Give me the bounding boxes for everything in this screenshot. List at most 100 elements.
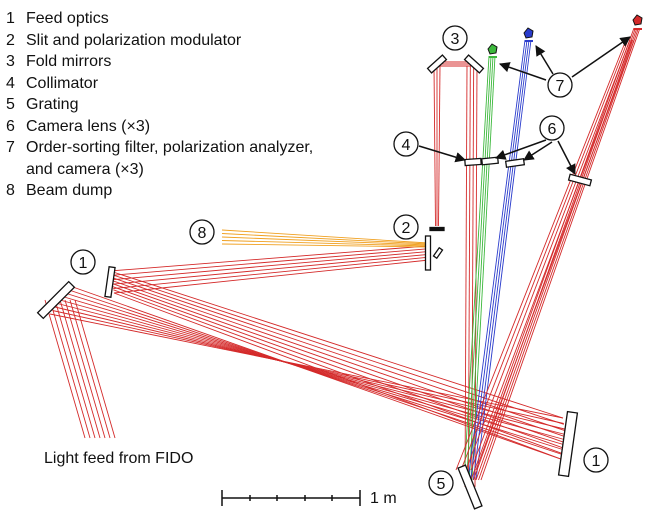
camera-red-icon — [632, 14, 643, 30]
beam-dump — [221, 240, 429, 247]
slit-small-element — [432, 246, 444, 260]
beam-dump — [221, 229, 429, 244]
beam-grating-to-red-camera-wide — [465, 39, 631, 471]
beam-grating-to-red-camera — [470, 27, 635, 481]
beam-grating-to-blue-camera — [467, 39, 526, 481]
beam-feed-input — [44, 299, 86, 439]
beam-small-mirror-to-slit — [109, 245, 428, 272]
beam-fold-to-grating — [467, 65, 471, 488]
callout-beam-dump: 8 — [189, 219, 215, 245]
beam-feed-input — [54, 299, 96, 439]
slit-bar — [429, 226, 445, 232]
beam-small-mirror-to-slit — [112, 253, 429, 285]
beam-fold-to-grating — [471, 65, 475, 488]
collimator — [464, 157, 482, 167]
camera-green-icon — [487, 43, 498, 58]
beam-grating-to-green-camera — [463, 55, 490, 481]
beam-feed-to-right-mirror — [62, 296, 567, 446]
scale-bar — [221, 490, 361, 506]
svg-text:8: 8 — [198, 225, 207, 242]
beam-feed-input — [74, 299, 116, 439]
beam-grating-to-red-camera-wide — [460, 39, 629, 471]
arrow-to-lens-3 — [557, 140, 576, 175]
camera-blue-icon — [523, 27, 534, 42]
svg-text:2: 2 — [402, 220, 411, 237]
feed-mirror-small — [104, 265, 116, 299]
callout-arrows — [418, 36, 631, 175]
beam-feed-to-right-mirror — [52, 310, 564, 424]
svg-text:3: 3 — [451, 31, 460, 48]
beam-feed-to-right-mirror — [57, 303, 566, 435]
beam-fold-to-grating — [464, 65, 468, 488]
beam-grating-to-green-camera — [466, 55, 492, 481]
feed-caption: Light feed from FIDO — [44, 450, 194, 467]
beam-feed-input — [64, 299, 106, 439]
beam-dump — [221, 236, 429, 246]
fold-mirror-right — [463, 54, 485, 74]
beam-grating-to-blue-camera — [472, 39, 530, 481]
beam-feed-input — [49, 299, 91, 439]
svg-text:1: 1 — [592, 453, 601, 470]
cameras — [487, 14, 643, 58]
callout-feed-optics-left: 1 — [70, 249, 96, 275]
beam-grating-to-red-camera — [475, 27, 638, 481]
arrow-to-collimator — [418, 145, 467, 163]
callout-fold-mirrors: 3 — [442, 25, 468, 51]
beam-right-to-small-mirror — [113, 289, 569, 457]
svg-text:5: 5 — [437, 476, 446, 493]
beam-grating-to-red-camera — [480, 27, 641, 481]
arrow-to-camera-green — [499, 62, 547, 81]
camera-lens-1 — [481, 156, 499, 166]
callout-collimator: 4 — [393, 131, 419, 157]
svg-text:7: 7 — [556, 78, 565, 95]
scale-bar-label: 1 m — [370, 490, 397, 507]
arrow-to-lens-2 — [523, 141, 553, 161]
arrow-to-camera-blue — [535, 45, 554, 75]
feed-mirror-left — [36, 280, 76, 320]
feed-mirror-right — [557, 410, 579, 478]
beam-small-mirror-to-slit — [111, 251, 428, 281]
beam-paths — [44, 27, 641, 488]
slit-modulator — [424, 235, 432, 271]
fold-mirror-left — [426, 54, 448, 74]
beam-small-mirror-to-slit — [110, 248, 428, 276]
callout-feed-optics-right: 1 — [583, 447, 609, 473]
beam-slit-to-fold — [438, 65, 441, 227]
beam-grating-to-red-camera-wide — [475, 39, 635, 471]
callouts: 1 1 2 3 4 5 6 7 — [70, 25, 609, 496]
beam-small-mirror-to-slit — [113, 259, 430, 294]
beam-grating-to-red-camera — [478, 27, 639, 481]
beam-right-to-small-mirror — [111, 280, 566, 438]
optical-components — [36, 54, 593, 510]
grating — [457, 464, 483, 510]
beam-grating-to-green-camera — [468, 55, 494, 481]
beam-grating-to-red-camera-wide — [455, 39, 627, 471]
beam-right-to-small-mirror — [109, 270, 564, 419]
arrow-to-camera-red — [571, 36, 631, 78]
callout-grating: 5 — [428, 470, 454, 496]
svg-text:6: 6 — [548, 121, 557, 138]
camera-lens-2 — [504, 158, 526, 168]
beam-grating-to-green-camera — [471, 55, 496, 481]
beam-right-to-small-mirror — [110, 273, 564, 425]
beam-feed-input — [59, 299, 101, 439]
svg-text:1: 1 — [79, 255, 88, 272]
beam-slit-to-fold — [433, 65, 436, 227]
svg-text:4: 4 — [402, 137, 411, 154]
beam-dump — [221, 233, 429, 245]
beam-dump — [221, 243, 429, 248]
beam-grating-to-red-camera-wide — [470, 39, 633, 471]
callout-cameras: 7 — [547, 72, 573, 98]
legend-item-7-continuation: and camera (×3) — [26, 160, 144, 178]
beam-feed-to-right-mirror — [69, 285, 570, 463]
